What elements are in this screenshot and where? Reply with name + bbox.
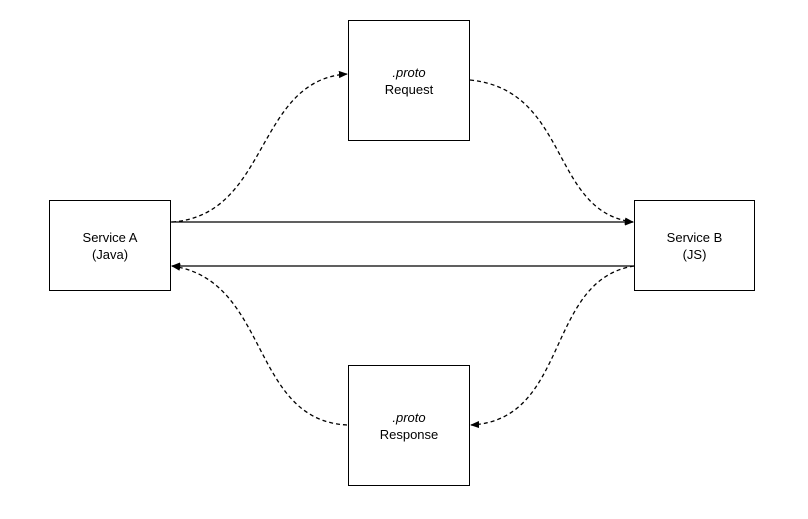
- node-label: .proto: [392, 64, 426, 80]
- node-proto-response: .proto Response: [348, 365, 470, 486]
- edge-service-b-to-response: [470, 265, 635, 429]
- node-sublabel: Request: [384, 81, 434, 97]
- edge-request-to-service-b: [469, 79, 634, 225]
- node-label: Service A: [82, 229, 138, 245]
- node-label: .proto: [392, 409, 426, 425]
- node-sublabel: Response: [379, 426, 439, 442]
- edge-response-to-service-a: [171, 263, 348, 426]
- node-sublabel: (JS): [682, 246, 707, 262]
- node-service-a: Service A (Java): [49, 200, 171, 291]
- node-sublabel: (Java): [91, 246, 129, 262]
- node-proto-request: .proto Request: [348, 20, 470, 141]
- node-label: Service B: [666, 229, 723, 245]
- edge-service-a-to-request: [171, 70, 348, 223]
- node-service-b: Service B (JS): [634, 200, 755, 291]
